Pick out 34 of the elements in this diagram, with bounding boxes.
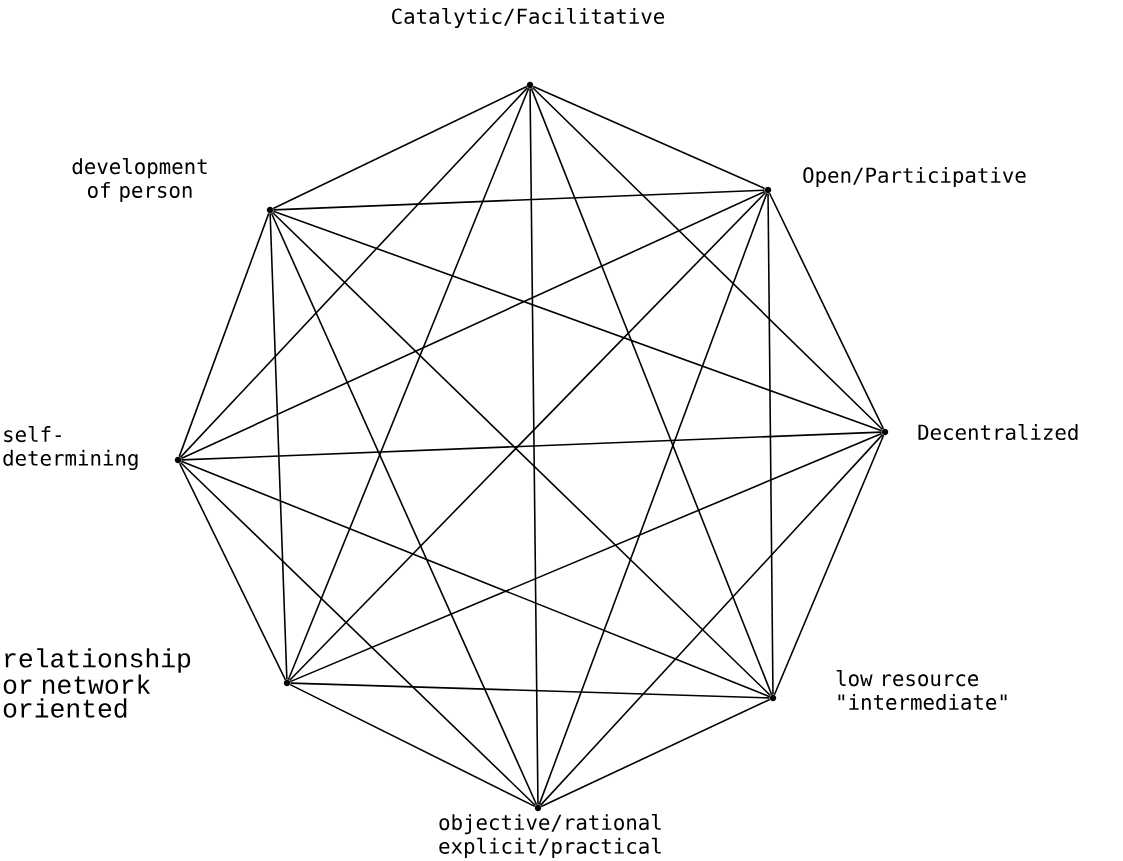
- connector-line: [270, 212, 538, 806]
- connector-line: [180, 460, 771, 698]
- connector-line: [768, 192, 885, 430]
- connector-line: [272, 189, 766, 211]
- vertex-label: Catalytic/Facilitative: [392, 7, 665, 29]
- connector-line: [532, 85, 766, 190]
- connector-line: [289, 432, 883, 683]
- vertex-label: development of person: [72, 158, 207, 202]
- vertex-label: Open/Participative: [803, 167, 1026, 188]
- connector-line: [538, 192, 768, 806]
- vertex-label: objective/rational explicit/practical: [439, 814, 661, 858]
- connector-line: [269, 212, 288, 681]
- connector-line: [530, 87, 773, 696]
- vertex-label: relationship or network oriented: [3, 648, 191, 718]
- connector-line: [773, 434, 885, 696]
- vertex-label: self- determining: [3, 426, 138, 471]
- vertex-label: Decentralized: [918, 423, 1078, 441]
- connector-line: [179, 461, 537, 807]
- connector-line: [179, 86, 529, 459]
- connector-line: [180, 190, 766, 460]
- connector-line: [529, 87, 539, 806]
- connector-line: [272, 210, 883, 432]
- connector-line: [531, 86, 884, 431]
- connector-line: [289, 682, 771, 699]
- connector-line: [767, 192, 774, 696]
- connector-line: [289, 683, 536, 808]
- vertex-label: low resource "intermediate": [836, 670, 1007, 710]
- connector-line: [180, 431, 883, 461]
- connector-line: [539, 433, 884, 807]
- connector-line: [178, 212, 270, 458]
- connector-line: [287, 87, 530, 681]
- connector-line: [540, 698, 771, 808]
- connector-line: [178, 462, 287, 681]
- connector-line: [272, 85, 528, 210]
